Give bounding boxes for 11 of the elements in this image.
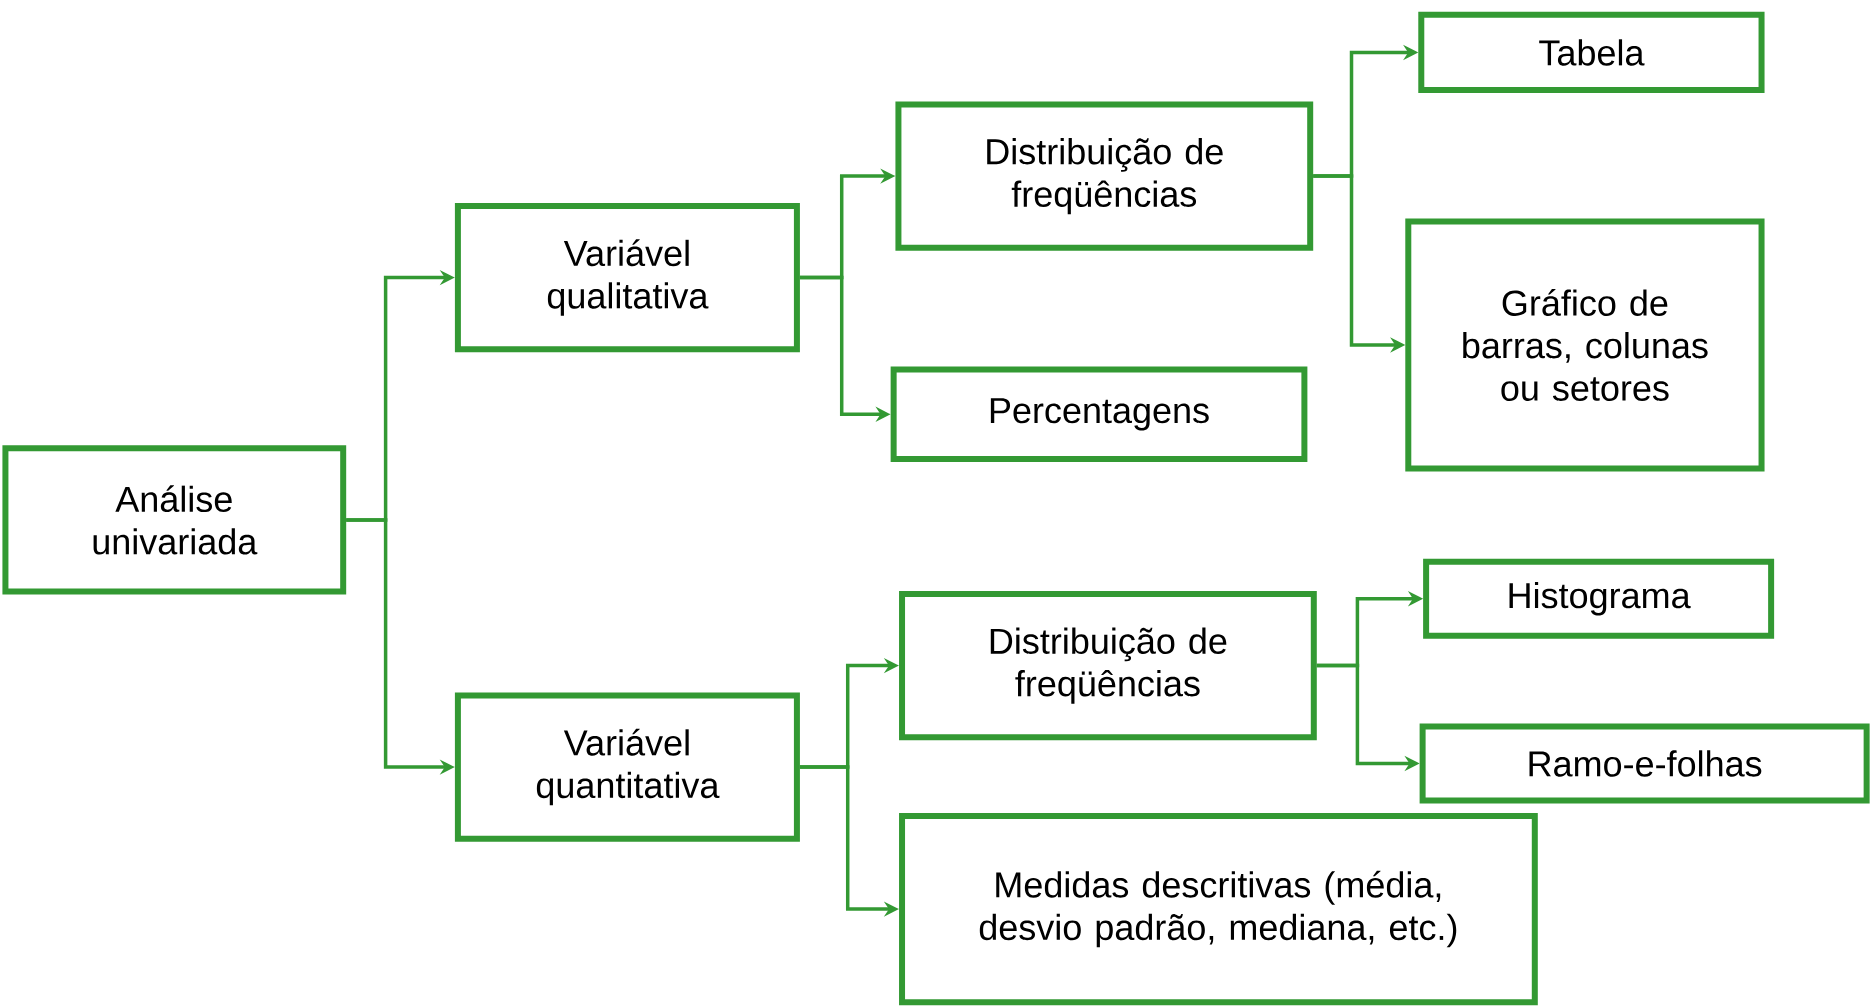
- text-box: Análise univariada: [2, 445, 347, 595]
- text-box: Histograma: [1423, 558, 1775, 639]
- text-box: Medidas descritivas (média, desvio padrão, mediana, etc.): [899, 813, 1538, 1006]
- text-box: Tabela: [1418, 11, 1765, 94]
- text-box: Percentagens: [890, 366, 1308, 463]
- text-box: Distribuição de freqüências: [895, 101, 1314, 251]
- text-box: Variável qualitativa: [454, 202, 800, 353]
- text-box: Variável quantitativa: [454, 692, 800, 842]
- text-box: Gráfico de barras, colunas ou setores: [1405, 218, 1765, 472]
- text-box: Distribuição de freqüências: [899, 590, 1317, 741]
- text-box: Ramo-e-folhas: [1419, 723, 1870, 804]
